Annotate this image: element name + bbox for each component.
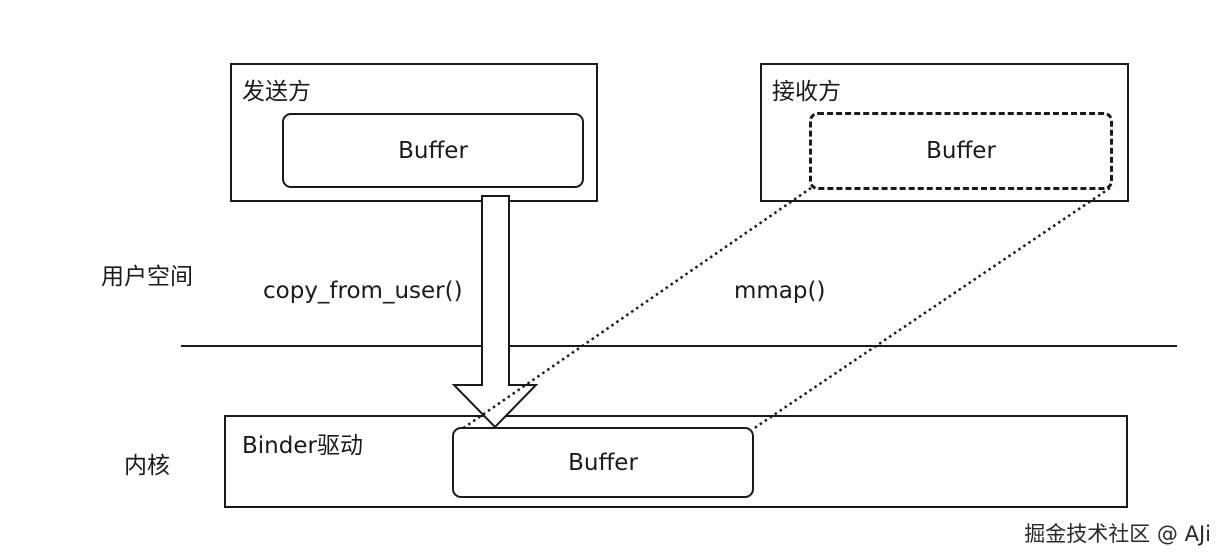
sender-title: 发送方 [242, 79, 311, 105]
sender-box: 发送方 [230, 63, 598, 202]
sender-buffer: Buffer [282, 113, 584, 188]
mmap-label: mmap() [734, 278, 826, 304]
user-space-label: 用户空间 [101, 264, 193, 290]
copy-arrow [451, 195, 539, 429]
kernel-buffer-label: Buffer [568, 449, 638, 476]
kernel-buffer: Buffer [452, 427, 754, 498]
copy-from-user-label: copy_from_user() [263, 278, 463, 304]
binder-driver-title: Binder驱动 [242, 433, 363, 459]
kernel-label: 内核 [124, 453, 170, 479]
receiver-title: 接收方 [772, 79, 841, 105]
receiver-buffer: Buffer [809, 112, 1113, 190]
sender-buffer-label: Buffer [398, 137, 468, 164]
mmap-mapping-line-left [461, 186, 812, 431]
watermark: 掘金技术社区 @ AJi [1024, 522, 1211, 546]
mmap-mapping-line-right [752, 186, 1111, 431]
receiver-buffer-label: Buffer [926, 138, 996, 164]
